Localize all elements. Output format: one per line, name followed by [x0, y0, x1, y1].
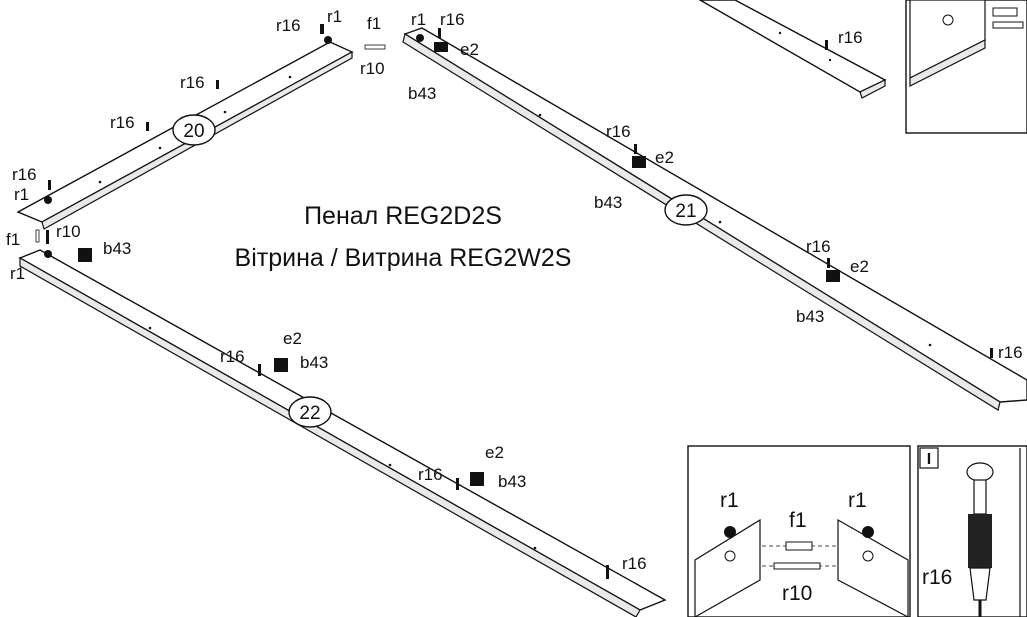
svg-text:r1: r1 [14, 185, 29, 204]
svg-text:r10: r10 [360, 59, 385, 78]
r16-screw-icon [320, 24, 324, 34]
svg-text:21: 21 [675, 201, 696, 222]
svg-text:b43: b43 [594, 193, 622, 212]
r16-screw-icon [606, 565, 609, 579]
r10-pin-icon [46, 230, 49, 244]
svg-text:r16: r16 [220, 347, 245, 366]
svg-text:r16: r16 [806, 237, 831, 256]
svg-text:r1: r1 [10, 264, 25, 283]
svg-text:r10: r10 [782, 582, 812, 605]
board-21 [402, 27, 1027, 411]
e2-bracket-icon [470, 472, 484, 486]
hardware-labels: r16 r1 f1 r10 r1 r16 e2 b43 r16 r16 r16 … [6, 7, 1023, 573]
part-number-22: 22 [288, 396, 332, 428]
r16-screw-icon [456, 478, 459, 490]
e2-bracket-icon [78, 248, 92, 262]
svg-text:e2: e2 [460, 40, 479, 59]
svg-text:r16: r16 [606, 122, 631, 141]
svg-text:r16: r16 [622, 554, 647, 573]
screw-head-icon [966, 462, 994, 482]
f1-dowel-icon [785, 541, 813, 551]
svg-text:e2: e2 [283, 329, 302, 348]
svg-text:f1: f1 [789, 509, 807, 532]
svg-text:r16: r16 [998, 343, 1023, 362]
title-line-2: Вітрина / Витрина REG2W2S [235, 244, 572, 272]
detail-inset-connector: r1 r1 f1 r10 [687, 445, 911, 617]
r1-cam-icon [862, 526, 874, 538]
r16-screw-icon [438, 28, 441, 38]
svg-text:f1: f1 [6, 230, 20, 249]
svg-text:b43: b43 [408, 84, 436, 103]
r16-screw-icon [827, 258, 830, 268]
r1-cam-icon [724, 526, 736, 538]
svg-text:r1: r1 [848, 489, 867, 512]
r16-screw-icon [825, 40, 828, 50]
e2-bracket-icon [826, 270, 840, 282]
hardware-markers [35, 24, 993, 579]
e2-bracket-icon [434, 42, 448, 52]
svg-text:r16: r16 [440, 10, 465, 29]
svg-text:r1: r1 [411, 10, 426, 29]
svg-text:b43: b43 [796, 307, 824, 326]
r16-screw-icon [258, 364, 261, 376]
r16-screw-body-icon [968, 514, 992, 568]
svg-text:b43: b43 [300, 353, 328, 372]
e2-bracket-icon [632, 156, 646, 168]
svg-text:r16: r16 [838, 28, 863, 47]
part-number-20: 20 [172, 114, 216, 146]
svg-text:r16: r16 [276, 16, 301, 35]
svg-text:22: 22 [299, 403, 320, 424]
r16-screw-icon [634, 144, 637, 154]
part-number-21: 21 [664, 194, 708, 226]
r1-cam-icon [324, 36, 332, 44]
svg-text:e2: e2 [850, 257, 869, 276]
svg-text:f1: f1 [367, 14, 381, 33]
detail-inset-screw: I r16 [917, 445, 1027, 617]
r1-cam-icon [416, 34, 424, 42]
svg-text:r16: r16 [922, 566, 952, 589]
svg-text:e2: e2 [485, 443, 504, 462]
r10-pin-icon [773, 562, 821, 570]
svg-text:e2: e2 [655, 148, 674, 167]
svg-text:r16: r16 [418, 465, 443, 484]
board-22 [18, 249, 667, 617]
r16-screw-icon [146, 122, 149, 131]
svg-text:r16: r16 [180, 73, 205, 92]
r16-screw-icon [216, 80, 219, 89]
e2-bracket-icon [274, 358, 288, 372]
detail-inset-top [905, 0, 1027, 134]
svg-text:20: 20 [183, 121, 204, 142]
svg-text:I: I [927, 451, 931, 468]
top-right-board [698, 0, 887, 99]
title-line-1: Пенал REG2D2S [304, 202, 502, 230]
svg-text:b43: b43 [103, 239, 131, 258]
r16-screw-icon [990, 348, 993, 358]
f1-dowel-icon [35, 229, 40, 243]
svg-text:b43: b43 [498, 472, 526, 491]
r1-cam-icon [44, 196, 52, 204]
svg-text:r10: r10 [56, 222, 81, 241]
svg-text:r16: r16 [12, 165, 37, 184]
svg-text:r1: r1 [720, 489, 739, 512]
r1-cam-icon [44, 250, 52, 258]
f1-dowel-icon [364, 44, 386, 50]
svg-text:r16: r16 [110, 113, 135, 132]
svg-text:r1: r1 [327, 7, 342, 26]
r16-screw-icon [48, 180, 51, 190]
